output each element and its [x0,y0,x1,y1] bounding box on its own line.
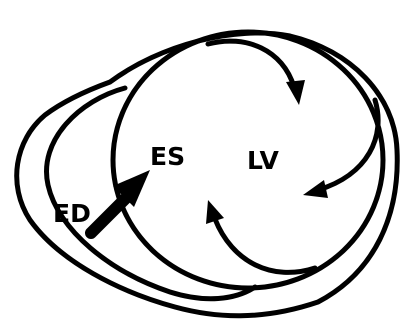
top-rotation-arrow-shaft [208,41,294,87]
ed-label: ED [53,199,91,228]
lv-label: LV [247,146,279,175]
top-rotation-arrowhead [286,80,305,105]
end-diastole-outline [17,33,398,316]
right-rotation-arrowhead [303,180,328,198]
ed-to-es-arrow-shaft [91,196,128,233]
es-label: ES [150,142,185,171]
bottom-rotation-arrowhead [206,200,224,224]
bottom-rotation-arrow-shaft [215,219,315,272]
right-rotation-arrow-shaft [318,100,378,190]
